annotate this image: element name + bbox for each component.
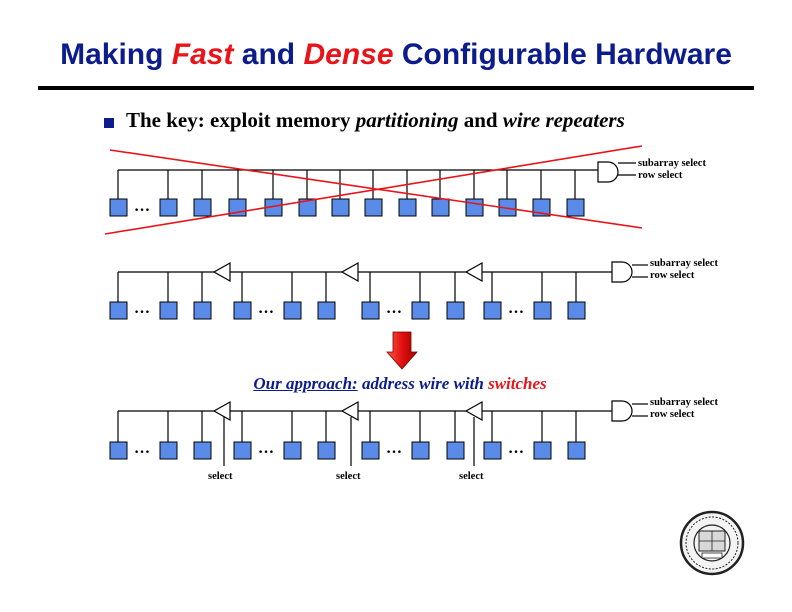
- taps: [117, 170, 576, 200]
- cells-row-1: [109, 198, 585, 217]
- repeater-icon: [212, 261, 231, 283]
- memory-cell: [109, 198, 128, 217]
- repeater-icon: [464, 261, 483, 283]
- memory-cell: [483, 441, 502, 460]
- bullet-square-icon: [104, 118, 114, 128]
- memory-cell: [233, 301, 252, 320]
- ellipsis: …: [134, 300, 150, 317]
- memory-cell: [431, 198, 450, 217]
- memory-cell: [193, 198, 212, 217]
- cells-row-2: [109, 301, 586, 320]
- subarray-select-label: subarray select: [650, 397, 718, 408]
- select-label: select: [336, 471, 361, 482]
- ellipsis: …: [258, 300, 274, 317]
- switches-word: switches: [488, 374, 547, 393]
- memory-cell: [233, 441, 252, 460]
- memory-cell: [532, 198, 551, 217]
- diagram-unpartitioned: [117, 161, 636, 200]
- memory-cell: [533, 441, 552, 460]
- ellipsis: …: [134, 440, 150, 457]
- memory-cell: [567, 441, 586, 460]
- down-arrow-icon: [386, 331, 418, 370]
- memory-cell: [331, 198, 350, 217]
- switch-icon: [464, 400, 483, 422]
- memory-cell: [533, 301, 552, 320]
- cells-row-3: [109, 441, 586, 460]
- diagram-repeaters: [117, 261, 648, 302]
- memory-cell: [361, 441, 380, 460]
- memory-cell: [159, 301, 178, 320]
- memory-cell: [317, 301, 336, 320]
- ellipsis: …: [386, 440, 402, 457]
- switch-icon: [212, 400, 231, 422]
- memory-cell: [411, 301, 430, 320]
- row-select-label: row select: [638, 170, 683, 181]
- switch-icon: [340, 400, 359, 422]
- ellipsis: …: [508, 300, 524, 317]
- row-select-label: row select: [650, 409, 695, 420]
- memory-cell: [159, 198, 178, 217]
- ellipsis: …: [134, 198, 150, 215]
- memory-cell: [411, 441, 430, 460]
- approach-caption: Our approach: address wire with switches: [253, 374, 547, 393]
- bullet-text: The key: exploit memory partitioning and…: [126, 108, 625, 132]
- ellipsis: …: [258, 440, 274, 457]
- subarray-select-label: subarray select: [638, 158, 706, 169]
- ellipsis: …: [508, 440, 524, 457]
- university-seal-icon: [679, 510, 745, 576]
- title-fast: Fast: [171, 38, 234, 71]
- cross-out-icon: [104, 145, 643, 235]
- subarray-select-label: subarray select: [650, 258, 718, 269]
- memory-cell: [567, 301, 586, 320]
- memory-cell: [364, 198, 383, 217]
- memory-cell: [398, 198, 417, 217]
- and-gate-icon: [611, 261, 633, 283]
- memory-cell: [361, 301, 380, 320]
- and-gate-icon: [611, 400, 633, 422]
- title-dense: Dense: [303, 38, 394, 71]
- memory-cell: [483, 301, 502, 320]
- memory-cell: [283, 441, 302, 460]
- memory-cell: [446, 441, 465, 460]
- slide-title: Making Fast and Dense Configurable Hardw…: [60, 38, 732, 71]
- title-rule: [38, 86, 754, 90]
- memory-cell: [465, 198, 484, 217]
- diagram-switches: [117, 400, 648, 466]
- memory-cell: [298, 198, 317, 217]
- ellipsis: …: [386, 300, 402, 317]
- select-label: select: [208, 471, 233, 482]
- memory-cell: [446, 301, 465, 320]
- repeater-icon: [340, 261, 359, 283]
- select-label: select: [459, 471, 484, 482]
- memory-cell: [109, 441, 128, 460]
- and-gate-icon: [597, 161, 619, 183]
- memory-cell: [109, 301, 128, 320]
- memory-cell: [283, 301, 302, 320]
- row-select-label: row select: [650, 270, 695, 281]
- memory-cell: [317, 441, 336, 460]
- memory-cell: [566, 198, 585, 217]
- memory-cell: [159, 441, 178, 460]
- memory-cell: [193, 441, 212, 460]
- memory-cell: [193, 301, 212, 320]
